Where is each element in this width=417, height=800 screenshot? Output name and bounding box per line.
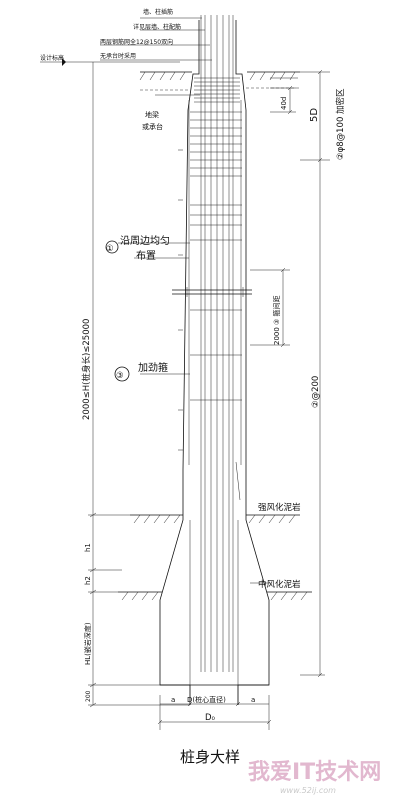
bell-diameter-label: D₀ xyxy=(205,713,216,723)
ground-hatching xyxy=(139,71,300,91)
bottom-dimension-lines xyxy=(157,695,272,730)
ground-beam-label: 地梁 xyxy=(145,110,159,119)
h2-label: h2 xyxy=(84,576,92,585)
dense-spiral-ties xyxy=(190,111,242,177)
note-mesh: 两层钢筋网全12@150双向 xyxy=(100,38,173,46)
a-right-label: a xyxy=(251,696,255,704)
right-dimension-lines xyxy=(250,69,330,678)
design-elevation-label: 设计标高 xyxy=(40,54,64,62)
stiffener-label: 加劲箍 xyxy=(138,361,168,374)
note-wall-column-reinf: 详见层墙、柱配筋 xyxy=(133,23,181,31)
watermark-text: 我爱IT技术网 xyxy=(248,760,381,785)
top-mesh xyxy=(194,77,240,103)
a-left-label: a xyxy=(171,696,175,704)
watermark: 我爱IT技术网 www.52ij.com xyxy=(248,760,381,795)
rock-layer-lines xyxy=(118,514,312,601)
longitudinal-rebars xyxy=(188,15,242,672)
rock-socket-depth-label: HL(嵌岩深度) xyxy=(83,622,92,665)
pile-outline xyxy=(159,20,270,705)
core-diameter-label: D(桩心直径) xyxy=(187,695,226,704)
note-no-cap: 无承台时采用 xyxy=(100,52,136,60)
h1-label: h1 xyxy=(84,543,92,552)
left-dimension-lines xyxy=(40,58,190,708)
pile-length-label: 2000≤H(桩身长)≤25000 xyxy=(81,319,92,420)
dim-40d: 40d xyxy=(280,97,288,110)
stiffener-spacing-label: 2000 ③ 箍间距 xyxy=(272,295,281,345)
callout-3-text: ③ xyxy=(116,371,124,381)
dim-5d: 5D xyxy=(309,108,320,122)
distribute-label-line1: 沿周边均匀 xyxy=(120,235,170,247)
spiral-ties xyxy=(190,204,242,401)
strong-weathered-rock-label: 强风化泥岩 xyxy=(258,502,301,513)
pile-cap-label: 或承台 xyxy=(142,122,163,131)
distribute-label-line2: 布置 xyxy=(136,250,156,262)
callout-1: ① xyxy=(105,240,119,254)
top-notes: 墙、柱插筋 详见层墙、柱配筋 两层钢筋网全12@150双向 无承台时采用 xyxy=(100,8,181,60)
spiral-label: ②@200 xyxy=(311,376,321,408)
caption: 桩身大样 xyxy=(180,748,240,766)
stiffener-rings xyxy=(172,287,252,297)
leader-lines xyxy=(100,17,298,584)
shaft-ticks xyxy=(178,149,183,451)
callout-1-text: ① xyxy=(106,244,114,254)
dense-spiral-label: ②φ8@100 加密区 xyxy=(335,88,346,160)
dim-200: 200 xyxy=(85,690,92,702)
note-wall-column-dowels: 墙、柱插筋 xyxy=(143,8,173,16)
callout-3: ③ xyxy=(114,366,130,382)
watermark-url: www.52ij.com xyxy=(280,786,336,795)
medium-weathered-rock-label: 中风化泥岩 xyxy=(258,579,301,590)
